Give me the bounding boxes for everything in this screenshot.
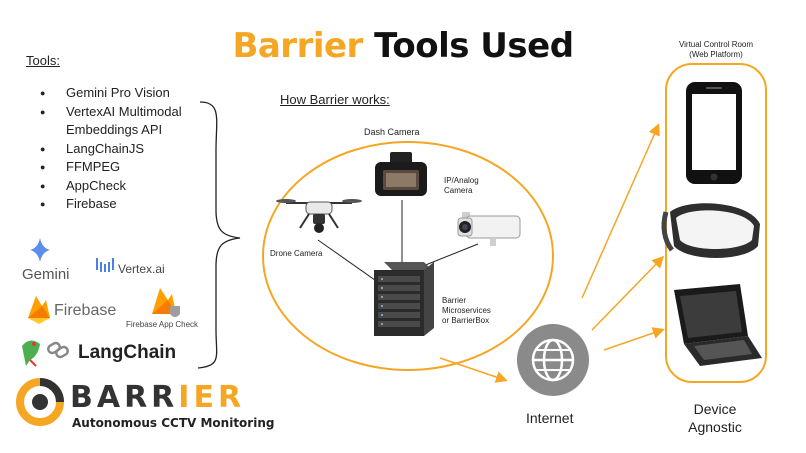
arrow-internet-laptop	[603, 327, 665, 351]
brand-name: BARRIER	[70, 382, 245, 414]
langchain-icon	[22, 340, 69, 367]
barrier-logo-icon	[16, 378, 64, 426]
firebase-icon	[28, 296, 50, 324]
tools-list: Gemini Pro Vision VertexAI Multimodal Em…	[40, 84, 226, 214]
dash-camera-label: Dash Camera	[364, 127, 420, 137]
server-label-line1: Barrier	[442, 296, 467, 305]
server-rack-icon	[374, 262, 434, 336]
drone-icon	[276, 199, 362, 233]
gemini-logo-text: Gemini	[22, 266, 70, 283]
smartphone-icon	[686, 82, 742, 184]
brand-name-part1: BARR	[70, 380, 179, 415]
brand-name-part2: IER	[178, 380, 246, 415]
dash-camera-icon	[375, 152, 427, 196]
gemini-sparkle-icon	[30, 238, 50, 262]
internet-label: Internet	[526, 410, 574, 426]
control-room-title-line1: Virtual Control Room	[678, 40, 754, 49]
tool-item: VertexAI Multimodal Embeddings API	[40, 103, 226, 140]
tool-item: Firebase	[40, 195, 226, 214]
server-label-line3: or BarrierBox	[442, 316, 490, 325]
page-title: Barrier Tools Used	[0, 26, 806, 66]
ip-camera-label-line1: IP/Analog	[444, 176, 479, 185]
control-room-title-line2: (Web Platform)	[689, 50, 743, 59]
title-rest: Tools Used	[374, 26, 574, 66]
firebase-logo-text: Firebase	[54, 302, 117, 319]
how-heading: How Barrier works:	[280, 92, 390, 107]
firebase-app-check-icon	[152, 288, 180, 317]
arrow-cluster-internet	[439, 357, 508, 383]
title-accent: Barrier	[232, 26, 363, 66]
device-agnostic-line2: Agnostic	[688, 419, 742, 435]
server-label-line2: Microservices	[442, 306, 491, 315]
arrow-internet-phone	[581, 123, 660, 299]
tool-item: LangChainJS	[40, 140, 226, 159]
ip-camera-label-line2: Camera	[444, 186, 473, 195]
device-agnostic-line1: Device	[693, 401, 737, 417]
tools-brace	[197, 101, 241, 369]
ip-camera-label: IP/Analog Camera	[444, 176, 479, 196]
control-room-title: Virtual Control Room (Web Platform)	[656, 40, 776, 60]
tool-item: FFMPEG	[40, 158, 226, 177]
camera-cluster-ellipse	[262, 141, 554, 371]
globe-icon	[517, 324, 589, 396]
device-agnostic-label: Device Agnostic	[660, 400, 770, 436]
drone-camera-label: Drone Camera	[270, 249, 323, 258]
vertex-logo-text: Vertex.ai	[118, 262, 165, 276]
vr-headset-icon	[661, 203, 760, 258]
bullet-camera-icon	[457, 212, 521, 246]
tool-item: Gemini Pro Vision	[40, 84, 226, 103]
arrow-internet-vr	[591, 255, 665, 331]
brand-tagline: Autonomous CCTV Monitoring	[72, 416, 275, 430]
server-label: Barrier Microservices or BarrierBox	[442, 296, 491, 326]
langchain-logo-text: LangChain	[78, 342, 177, 363]
appcheck-logo-text: Firebase App Check	[126, 320, 199, 329]
tools-heading: Tools:	[26, 53, 60, 68]
vertex-ai-icon	[96, 258, 114, 272]
laptop-icon	[674, 284, 762, 366]
line-ip-server	[417, 243, 479, 269]
tool-item: AppCheck	[40, 177, 226, 196]
